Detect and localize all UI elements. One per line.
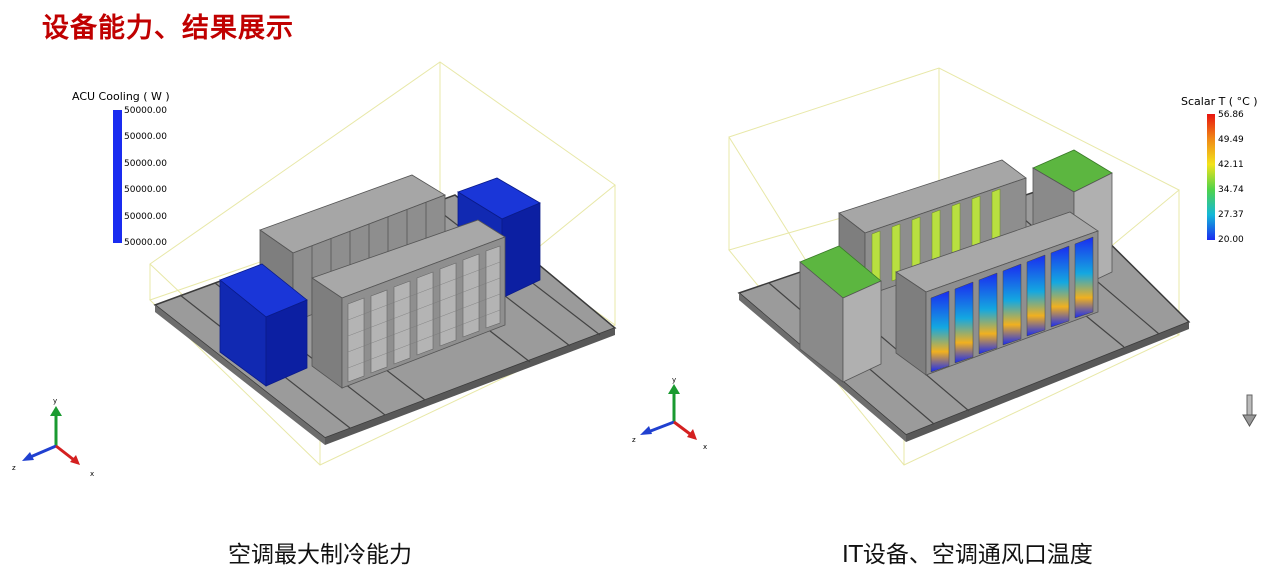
left-legend-tick: 50000.00 xyxy=(124,106,167,116)
right-legend-tick: 20.00 xyxy=(1218,235,1244,245)
right-3d-viewport[interactable] xyxy=(634,40,1268,520)
left-caption: 空调最大制冷能力 xyxy=(228,542,412,568)
right-scene-render xyxy=(728,67,1191,466)
left-acu-left xyxy=(219,263,308,387)
right-triad-y-label: y xyxy=(672,376,677,384)
right-legend-tick: 27.37 xyxy=(1218,210,1244,220)
right-axis-triad xyxy=(640,384,697,440)
slide-title: 设备能力、结果展示 xyxy=(42,13,294,44)
right-acu-left xyxy=(799,245,882,383)
right-caption: IT设备、空调通风口温度 xyxy=(842,542,1093,568)
right-triad-z-label: z xyxy=(632,436,636,444)
left-scene-render xyxy=(149,61,617,466)
right-legend-colorbar xyxy=(1207,114,1215,240)
left-triad-x-label: x xyxy=(90,470,95,478)
left-legend-tick: 50000.00 xyxy=(124,185,167,195)
left-legend-colorbar xyxy=(113,110,122,243)
left-triad-y-label: y xyxy=(53,397,58,405)
left-legend-tick: 50000.00 xyxy=(124,238,167,248)
down-arrow-icon xyxy=(1242,394,1257,427)
left-axis-triad xyxy=(22,406,80,465)
right-legend-tick: 56.86 xyxy=(1218,110,1244,120)
right-legend-tick: 42.11 xyxy=(1218,160,1244,170)
right-rack-row-front xyxy=(895,211,1099,376)
right-legend-title: Scalar T ( °C ) xyxy=(1181,95,1258,108)
right-triad-x-label: x xyxy=(703,443,708,451)
right-legend-tick: 49.49 xyxy=(1218,135,1244,145)
left-legend-tick: 50000.00 xyxy=(124,132,167,142)
left-triad-z-label: z xyxy=(12,464,16,472)
left-legend-tick: 50000.00 xyxy=(124,212,167,222)
right-legend-tick: 34.74 xyxy=(1218,185,1244,195)
left-3d-viewport[interactable] xyxy=(0,40,634,520)
left-legend-tick: 50000.00 xyxy=(124,159,167,169)
left-legend-title: ACU Cooling ( W ) xyxy=(72,90,170,103)
left-rack-row-front xyxy=(311,219,506,389)
